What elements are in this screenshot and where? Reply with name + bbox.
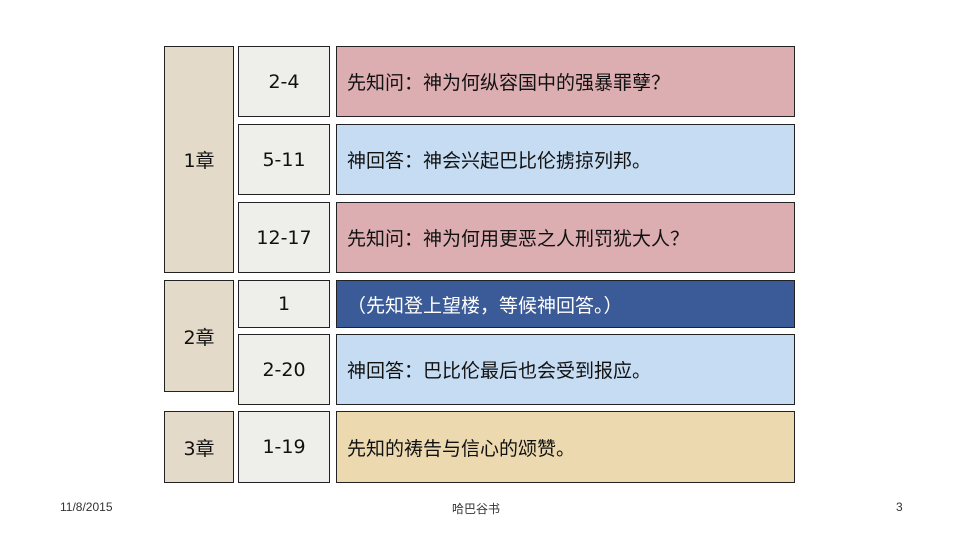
verse-cell: 2-4	[238, 46, 330, 117]
footer-title: 哈巴谷书	[452, 502, 501, 516]
verse-cell: 1	[238, 280, 330, 328]
description-cell: 神回答：神会兴起巴比伦掳掠列邦。	[336, 124, 795, 195]
chapter-1-cell: 1章	[164, 46, 234, 273]
chapter-3-cell: 3章	[164, 411, 234, 483]
description-cell: 先知问：神为何纵容国中的强暴罪孽？	[336, 46, 795, 117]
verse-cell: 1-19	[238, 411, 330, 483]
verse-cell: 12-17	[238, 202, 330, 273]
verse-cell: 2-20	[238, 334, 330, 405]
description-cell: 先知问：神为何用更恶之人刑罚犹大人？	[336, 202, 795, 273]
chapter-label: 2章	[183, 326, 215, 349]
description-cell: 先知的祷告与信心的颂赞。	[336, 411, 795, 483]
chapter-label: 3章	[183, 437, 215, 460]
chapter-label: 1章	[183, 150, 215, 172]
footer-date: 11/8/2015	[60, 500, 113, 514]
verse-cell: 5-11	[238, 124, 330, 195]
page-number: 3	[896, 500, 903, 514]
description-cell: 神回答：巴比伦最后也会受到报应。	[336, 334, 795, 405]
chapter-2-cell: 2章	[164, 280, 234, 392]
description-cell: （先知登上望楼，等候神回答。）	[336, 280, 795, 328]
